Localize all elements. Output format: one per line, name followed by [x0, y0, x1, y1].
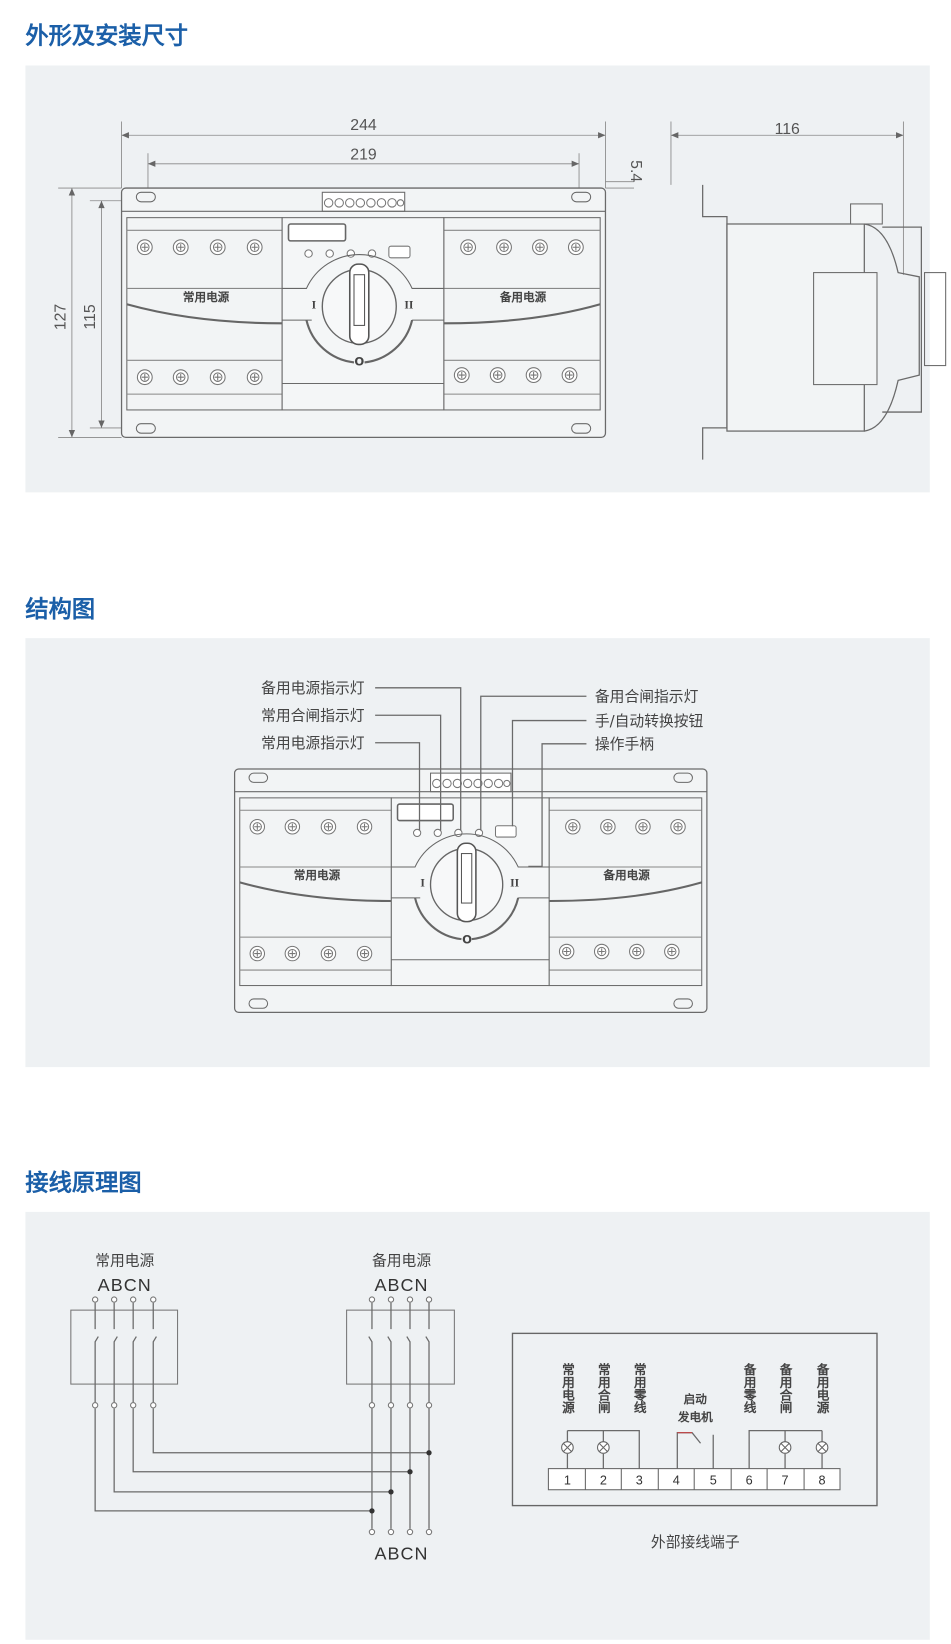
wiring-panel: [25, 1211, 930, 1640]
section-title-dimensions: 外形及安装尺寸: [25, 22, 188, 49]
structure-position-0-label: O: [462, 933, 472, 947]
terminal-7: 7: [782, 1473, 789, 1487]
terminal-4: 4: [673, 1473, 680, 1487]
load-phases-label: ABCN: [374, 1543, 428, 1563]
callout-backup-closing-indicator: 备用合闸指示灯: [595, 689, 699, 706]
position-1-label: I: [312, 299, 317, 312]
terminal-label-backup-closing: 备用合闸: [778, 1362, 793, 1415]
terminal-label-generator-1: 启动: [684, 1392, 708, 1406]
terminal-label-backup-power: 备用电源: [815, 1362, 830, 1415]
structure-drawing: 常用电源 备用电源 I II O 备用电源指示灯 常用合闸指示灯 常用电源指示灯…: [235, 680, 707, 1012]
terminal-5: 5: [710, 1473, 717, 1487]
terminal-label-normal-closing: 常用合闸: [596, 1362, 611, 1415]
position-0-label: O: [354, 355, 364, 369]
dim-mount-height: 115: [82, 304, 99, 329]
dim-offset: 5.4: [627, 160, 644, 182]
front-view-drawing: 244 219 5.4 127 115 常用电源 备用电源 I II O: [53, 117, 644, 437]
callout-handle: 操作手柄: [595, 736, 654, 753]
position-2-label: II: [404, 299, 414, 312]
callout-backup-power-indicator: 备用电源指示灯: [261, 680, 365, 697]
dim-mount-width: 219: [350, 147, 377, 164]
structure-device-label-normal: 常用电源: [294, 868, 341, 882]
dim-depth: 116: [775, 121, 800, 138]
terminal-8: 8: [819, 1473, 826, 1487]
callout-manual-auto-button: 手/自动转换按钮: [595, 713, 704, 730]
terminal-label-generator-2: 发电机: [677, 1410, 713, 1424]
side-view-drawing: 116: [670, 121, 947, 460]
section-title-wiring: 接线原理图: [25, 1170, 141, 1197]
structure-device-label-backup: 备用电源: [602, 868, 650, 882]
backup-source-label: 备用电源: [372, 1253, 431, 1270]
terminal-label-backup-neutral: 备用零线: [742, 1362, 757, 1415]
structure-position-1-label: I: [420, 876, 425, 889]
device-label-normal: 常用电源: [183, 290, 230, 304]
terminal-1: 1: [564, 1473, 571, 1487]
normal-phases-label: ABCN: [98, 1275, 152, 1295]
terminal-3: 3: [636, 1473, 643, 1487]
structure-position-2-label: II: [510, 876, 520, 889]
normal-source-label: 常用电源: [95, 1253, 154, 1270]
dim-overall-height: 127: [53, 304, 70, 330]
terminal-box: [511, 1332, 878, 1507]
device-label-backup: 备用电源: [499, 290, 547, 304]
terminal-2: 2: [600, 1473, 607, 1487]
section-title-structure: 结构图: [25, 596, 95, 623]
terminal-label-normal-neutral: 常用零线: [632, 1362, 647, 1415]
wiring-diagram: 常用电源 备用电源 ABCN ABCN ABCN 常用电源 常用合闸 常用零线 …: [70, 1253, 878, 1563]
terminal-caption: 外部接线端子: [651, 1534, 740, 1551]
backup-phases-label: ABCN: [374, 1275, 428, 1295]
terminal-label-normal-power: 常用电源: [560, 1362, 575, 1415]
callout-normal-closing-indicator: 常用合闸指示灯: [261, 708, 365, 725]
callout-normal-power-indicator: 常用电源指示灯: [261, 735, 365, 752]
terminal-6: 6: [746, 1473, 753, 1487]
dim-overall-width: 244: [350, 117, 377, 134]
